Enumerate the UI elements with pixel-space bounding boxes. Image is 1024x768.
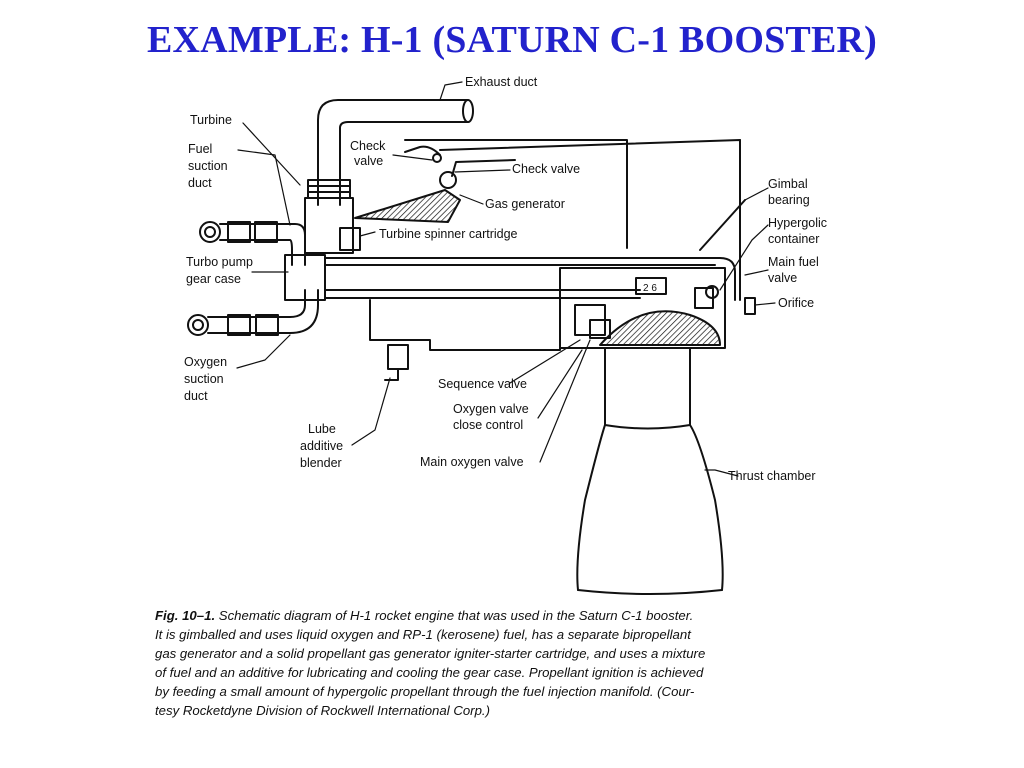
injector-manifold-box xyxy=(559,267,726,349)
label-oxygen-suction-2: suction xyxy=(184,372,224,386)
caption-line-4: of fuel and an additive for lubricating … xyxy=(155,665,704,680)
fuel-tubing xyxy=(404,145,441,156)
check-valve-left-symbol xyxy=(432,153,442,163)
label-check-valve-right: Check valve xyxy=(512,162,580,176)
gauge-marking: 2 6 xyxy=(643,283,657,294)
lube-additive-blender xyxy=(387,344,409,370)
label-check-valve-left-1: Check xyxy=(350,139,386,153)
caption-line-3: gas generator and a solid propellant gas… xyxy=(155,646,706,661)
label-check-valve-left-2: valve xyxy=(354,154,383,168)
caption-line-6: tesy Rocketdyne Division of Rockwell Int… xyxy=(155,703,490,718)
label-oxygen-valve-close-1: Oxygen valve xyxy=(453,402,529,416)
caption-line-2: It is gimballed and uses liquid oxygen a… xyxy=(155,627,691,642)
label-main-fuel-1: Main fuel xyxy=(768,255,819,269)
turbine xyxy=(307,179,351,199)
label-gas-generator: Gas generator xyxy=(485,197,565,211)
thrust-dome xyxy=(599,310,721,346)
slide-title: EXAMPLE: H-1 (SATURN C-1 BOOSTER) xyxy=(146,19,878,61)
lube-line xyxy=(369,299,561,351)
label-hypergolic-2: container xyxy=(768,232,819,246)
label-hypergolic-1: Hypergolic xyxy=(768,216,827,230)
label-lube-2: additive xyxy=(300,439,343,453)
gas-generator xyxy=(354,189,461,223)
caption-line-5: by feeding a small amount of hypergolic … xyxy=(155,684,695,699)
h1-engine-schematic: 2 6 xyxy=(184,75,827,595)
label-fuel-suction-2: suction xyxy=(188,159,228,173)
label-orifice: Orifice xyxy=(778,296,814,310)
label-exhaust-duct: Exhaust duct xyxy=(465,75,538,89)
turbine-spinner-cartridge xyxy=(339,227,361,251)
fuel-suction-duct xyxy=(199,221,306,266)
label-turbo-pump-1: Turbo pump xyxy=(186,255,253,269)
caption-line-1-text: Schematic diagram of H-1 rocket engine t… xyxy=(218,608,694,623)
leader-lines xyxy=(236,81,776,477)
label-gimbal-bearing-1: Gimbal xyxy=(768,177,808,191)
caption-line-1: Fig. 10–1. Schematic diagram of H-1 rock… xyxy=(155,606,875,625)
main-oxygen-valve-body xyxy=(589,319,611,339)
label-turbine: Turbine xyxy=(190,113,232,127)
label-lube-1: Lube xyxy=(308,422,336,436)
label-lube-3: blender xyxy=(300,456,342,470)
gauge xyxy=(635,277,667,295)
label-oxygen-suction-3: duct xyxy=(184,389,208,403)
exhaust-duct xyxy=(317,99,474,206)
label-fuel-suction-3: duct xyxy=(188,176,212,190)
turbopump-gear-case xyxy=(284,254,326,301)
label-thrust-chamber: Thrust chamber xyxy=(728,469,816,483)
hypergolic-container xyxy=(705,285,719,299)
label-oxygen-valve-close-2: close control xyxy=(453,418,523,432)
orifice-fitting xyxy=(744,297,756,315)
figure-caption: Fig. 10–1. Schematic diagram of H-1 rock… xyxy=(155,606,875,720)
caption-figure-number: Fig. 10–1. xyxy=(155,608,216,623)
oxygen-suction-duct xyxy=(187,289,319,336)
thrust-chamber xyxy=(576,344,724,595)
label-fuel-suction-1: Fuel xyxy=(188,142,212,156)
label-turbo-pump-2: gear case xyxy=(186,272,241,286)
label-main-fuel-2: valve xyxy=(768,271,797,285)
label-oxygen-suction-1: Oxygen xyxy=(184,355,227,369)
label-gimbal-bearing-2: bearing xyxy=(768,193,810,207)
gimbal-line xyxy=(699,199,746,251)
fuel-feed-line xyxy=(324,257,736,301)
label-main-oxygen-valve: Main oxygen valve xyxy=(420,455,524,469)
label-sequence-valve: Sequence valve xyxy=(438,377,527,391)
check-valve-right-symbol xyxy=(439,171,457,189)
label-turbine-spinner: Turbine spinner cartridge xyxy=(379,227,518,241)
turbine-manifold xyxy=(304,197,354,254)
